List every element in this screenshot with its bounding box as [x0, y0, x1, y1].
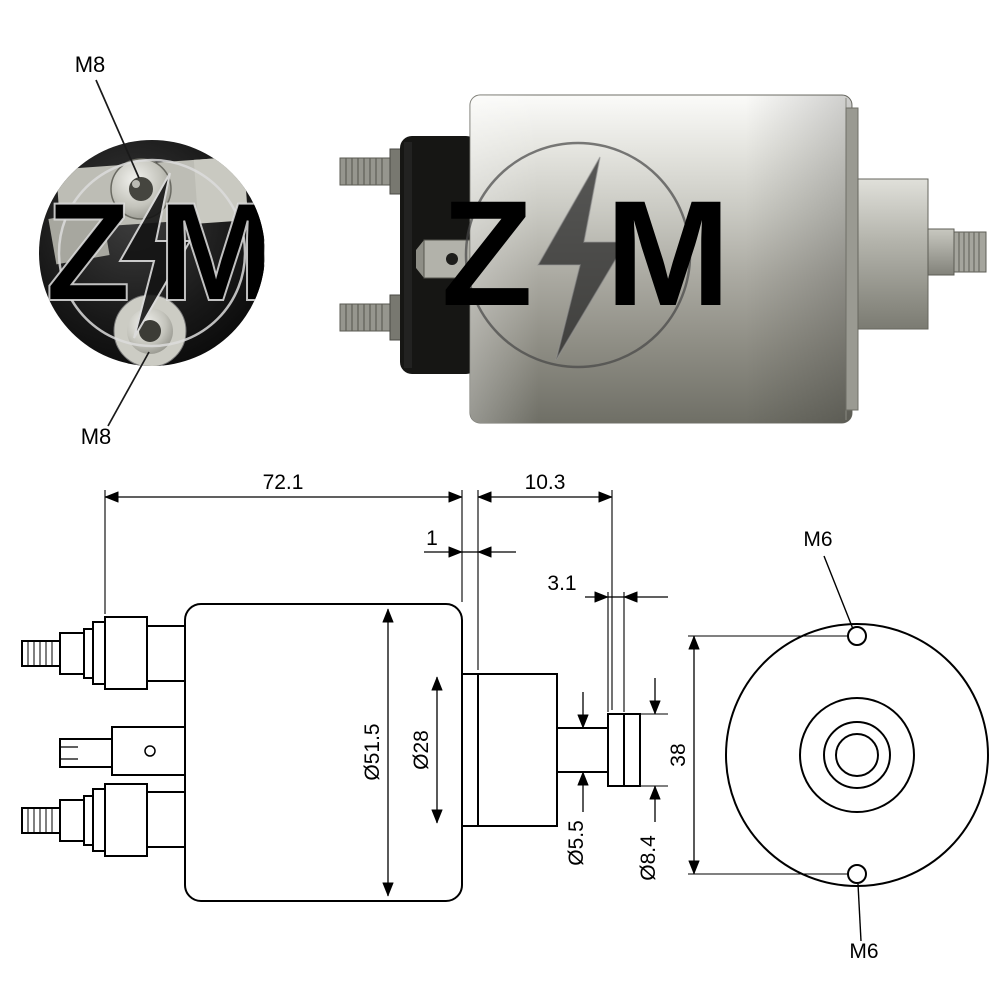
top-terminal-highlight — [132, 180, 140, 188]
drawing-top-stud-threads — [27, 641, 53, 666]
top-terminal-bore — [129, 177, 153, 201]
drawing-top-washer2 — [92, 621, 106, 685]
rear-cap-highlight — [404, 142, 412, 368]
dim-front-length: 10.3 — [525, 471, 566, 494]
dim-collar-thickness: 3.1 — [547, 572, 576, 595]
bottom-terminal-leader-line — [107, 351, 150, 427]
drawing-spade-block — [111, 726, 186, 776]
dim-nose-diameter: Ø28 — [410, 730, 433, 770]
top-stud-thread — [339, 157, 393, 186]
front-outer-circle — [725, 623, 989, 887]
watermark-letter-right: M — [606, 169, 731, 337]
dim-shaft-diameter: Ø5.5 — [565, 820, 588, 866]
top-terminal-label: M8 — [75, 52, 106, 77]
top-terminal-leader-line — [95, 79, 140, 179]
extension-lines-side — [104, 490, 668, 787]
watermark-letter-left: Z — [441, 169, 533, 337]
leader-line-hole-bottom — [857, 883, 862, 942]
side-view-photo: Z M — [339, 94, 987, 424]
dim-hole-spacing: 38 — [667, 743, 690, 766]
front-bore-circle — [835, 733, 879, 777]
mounting-hole-top — [847, 626, 867, 646]
drawing-top-nut — [59, 632, 85, 675]
drawing-bottom-stud-threads — [27, 808, 53, 833]
leader-line-hole-top — [823, 555, 854, 630]
mounting-hole-bottom-label: M6 — [849, 940, 878, 963]
dimension-drawing-front: 38 M6 M6 — [667, 528, 989, 963]
dim-body-length: 72.1 — [263, 471, 304, 494]
end-view-details: Z M — [44, 156, 275, 366]
dim-flange-thickness: 1 — [426, 527, 438, 550]
lightning-bolt-icon — [118, 172, 192, 339]
end-view-photo: Z M M8 M8 — [39, 52, 275, 449]
dim-body-diameter: Ø51.5 — [361, 723, 384, 780]
spade-terminal-base — [416, 240, 424, 278]
drawing-spade-hole — [144, 745, 156, 757]
bottom-terminal-bore — [139, 320, 161, 342]
drawing-spade-tab — [59, 738, 113, 768]
drawing-shaft-outline — [557, 727, 608, 773]
nose-cylinder — [857, 178, 929, 330]
drawing-bottom-washer — [83, 795, 94, 846]
front-ring — [845, 107, 859, 411]
dimension-drawing-side: 72.1 10.3 1 3.1 Ø51.5 Ø28 Ø5.5 Ø8.4 — [21, 471, 668, 902]
mounting-hole-bottom — [847, 864, 867, 884]
mounting-hole-top-label: M6 — [803, 528, 832, 551]
watermark-circle-icon — [57, 158, 247, 348]
watermark-circle-icon — [464, 141, 692, 369]
front-inner-circle — [823, 721, 891, 789]
brand-watermark: Z M — [44, 158, 275, 348]
watermark-letter-left: Z — [45, 173, 131, 330]
dim-tip-diameter: Ø8.4 — [637, 835, 660, 881]
drawing-top-block2 — [146, 625, 186, 682]
bottom-terminal-label: M8 — [81, 424, 112, 449]
drawing-bottom-nut — [59, 799, 85, 842]
drawing-nose-outline — [461, 673, 558, 827]
drawing-top-block — [104, 616, 148, 690]
drawing-bottom-block2 — [146, 791, 186, 848]
drawing-terminals — [21, 616, 186, 857]
spade-terminal-hole — [446, 253, 458, 265]
bottom-stud-thread-lines — [345, 304, 383, 331]
lightning-bolt-icon — [536, 156, 628, 361]
plunger-shaft — [927, 228, 955, 276]
drawing-spade-notches — [60, 746, 78, 760]
drawing-top-washer — [83, 628, 94, 679]
top-stud-thread-lines — [345, 158, 383, 185]
drawing-bottom-block — [104, 783, 148, 857]
drawing-bottom-washer2 — [92, 788, 106, 852]
tip-thread-lines — [958, 232, 980, 272]
watermark-letter-right: M — [158, 173, 275, 330]
bottom-stud-thread — [339, 303, 393, 332]
front-mid-circle — [799, 697, 915, 813]
brand-watermark-side: Z M — [441, 141, 731, 369]
